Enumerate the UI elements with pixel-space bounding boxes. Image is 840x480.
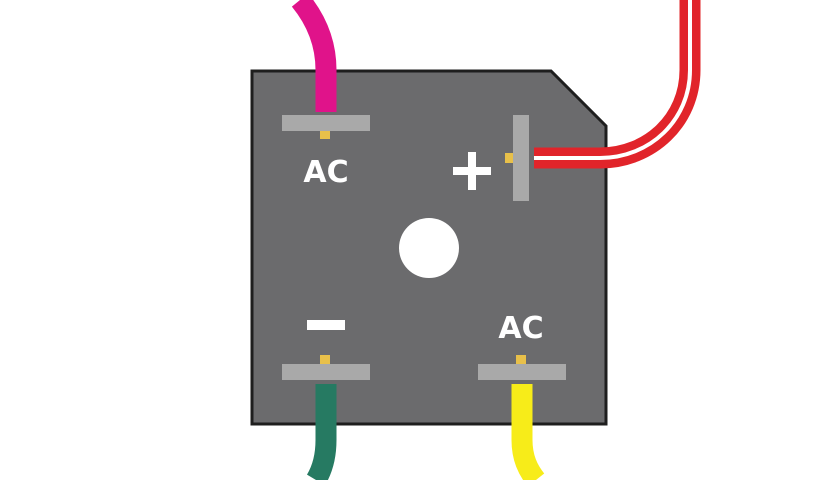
wire-yellow: [511, 384, 545, 480]
label-ac-bottom-right: AC: [498, 311, 543, 346]
wire-magenta: [291, 0, 337, 112]
mounting-hole: [399, 218, 459, 278]
pin-negative: [282, 355, 370, 380]
wire-red-striped: [534, 0, 701, 169]
label-positive: +: [453, 152, 491, 190]
wire-green: [306, 384, 337, 480]
pin-ac-top-left: [282, 115, 370, 139]
pin-ac-bottom-right: [478, 355, 566, 380]
pin-positive: [505, 115, 529, 201]
label-negative: —: [307, 320, 345, 330]
label-ac-top-left: AC: [303, 155, 348, 190]
